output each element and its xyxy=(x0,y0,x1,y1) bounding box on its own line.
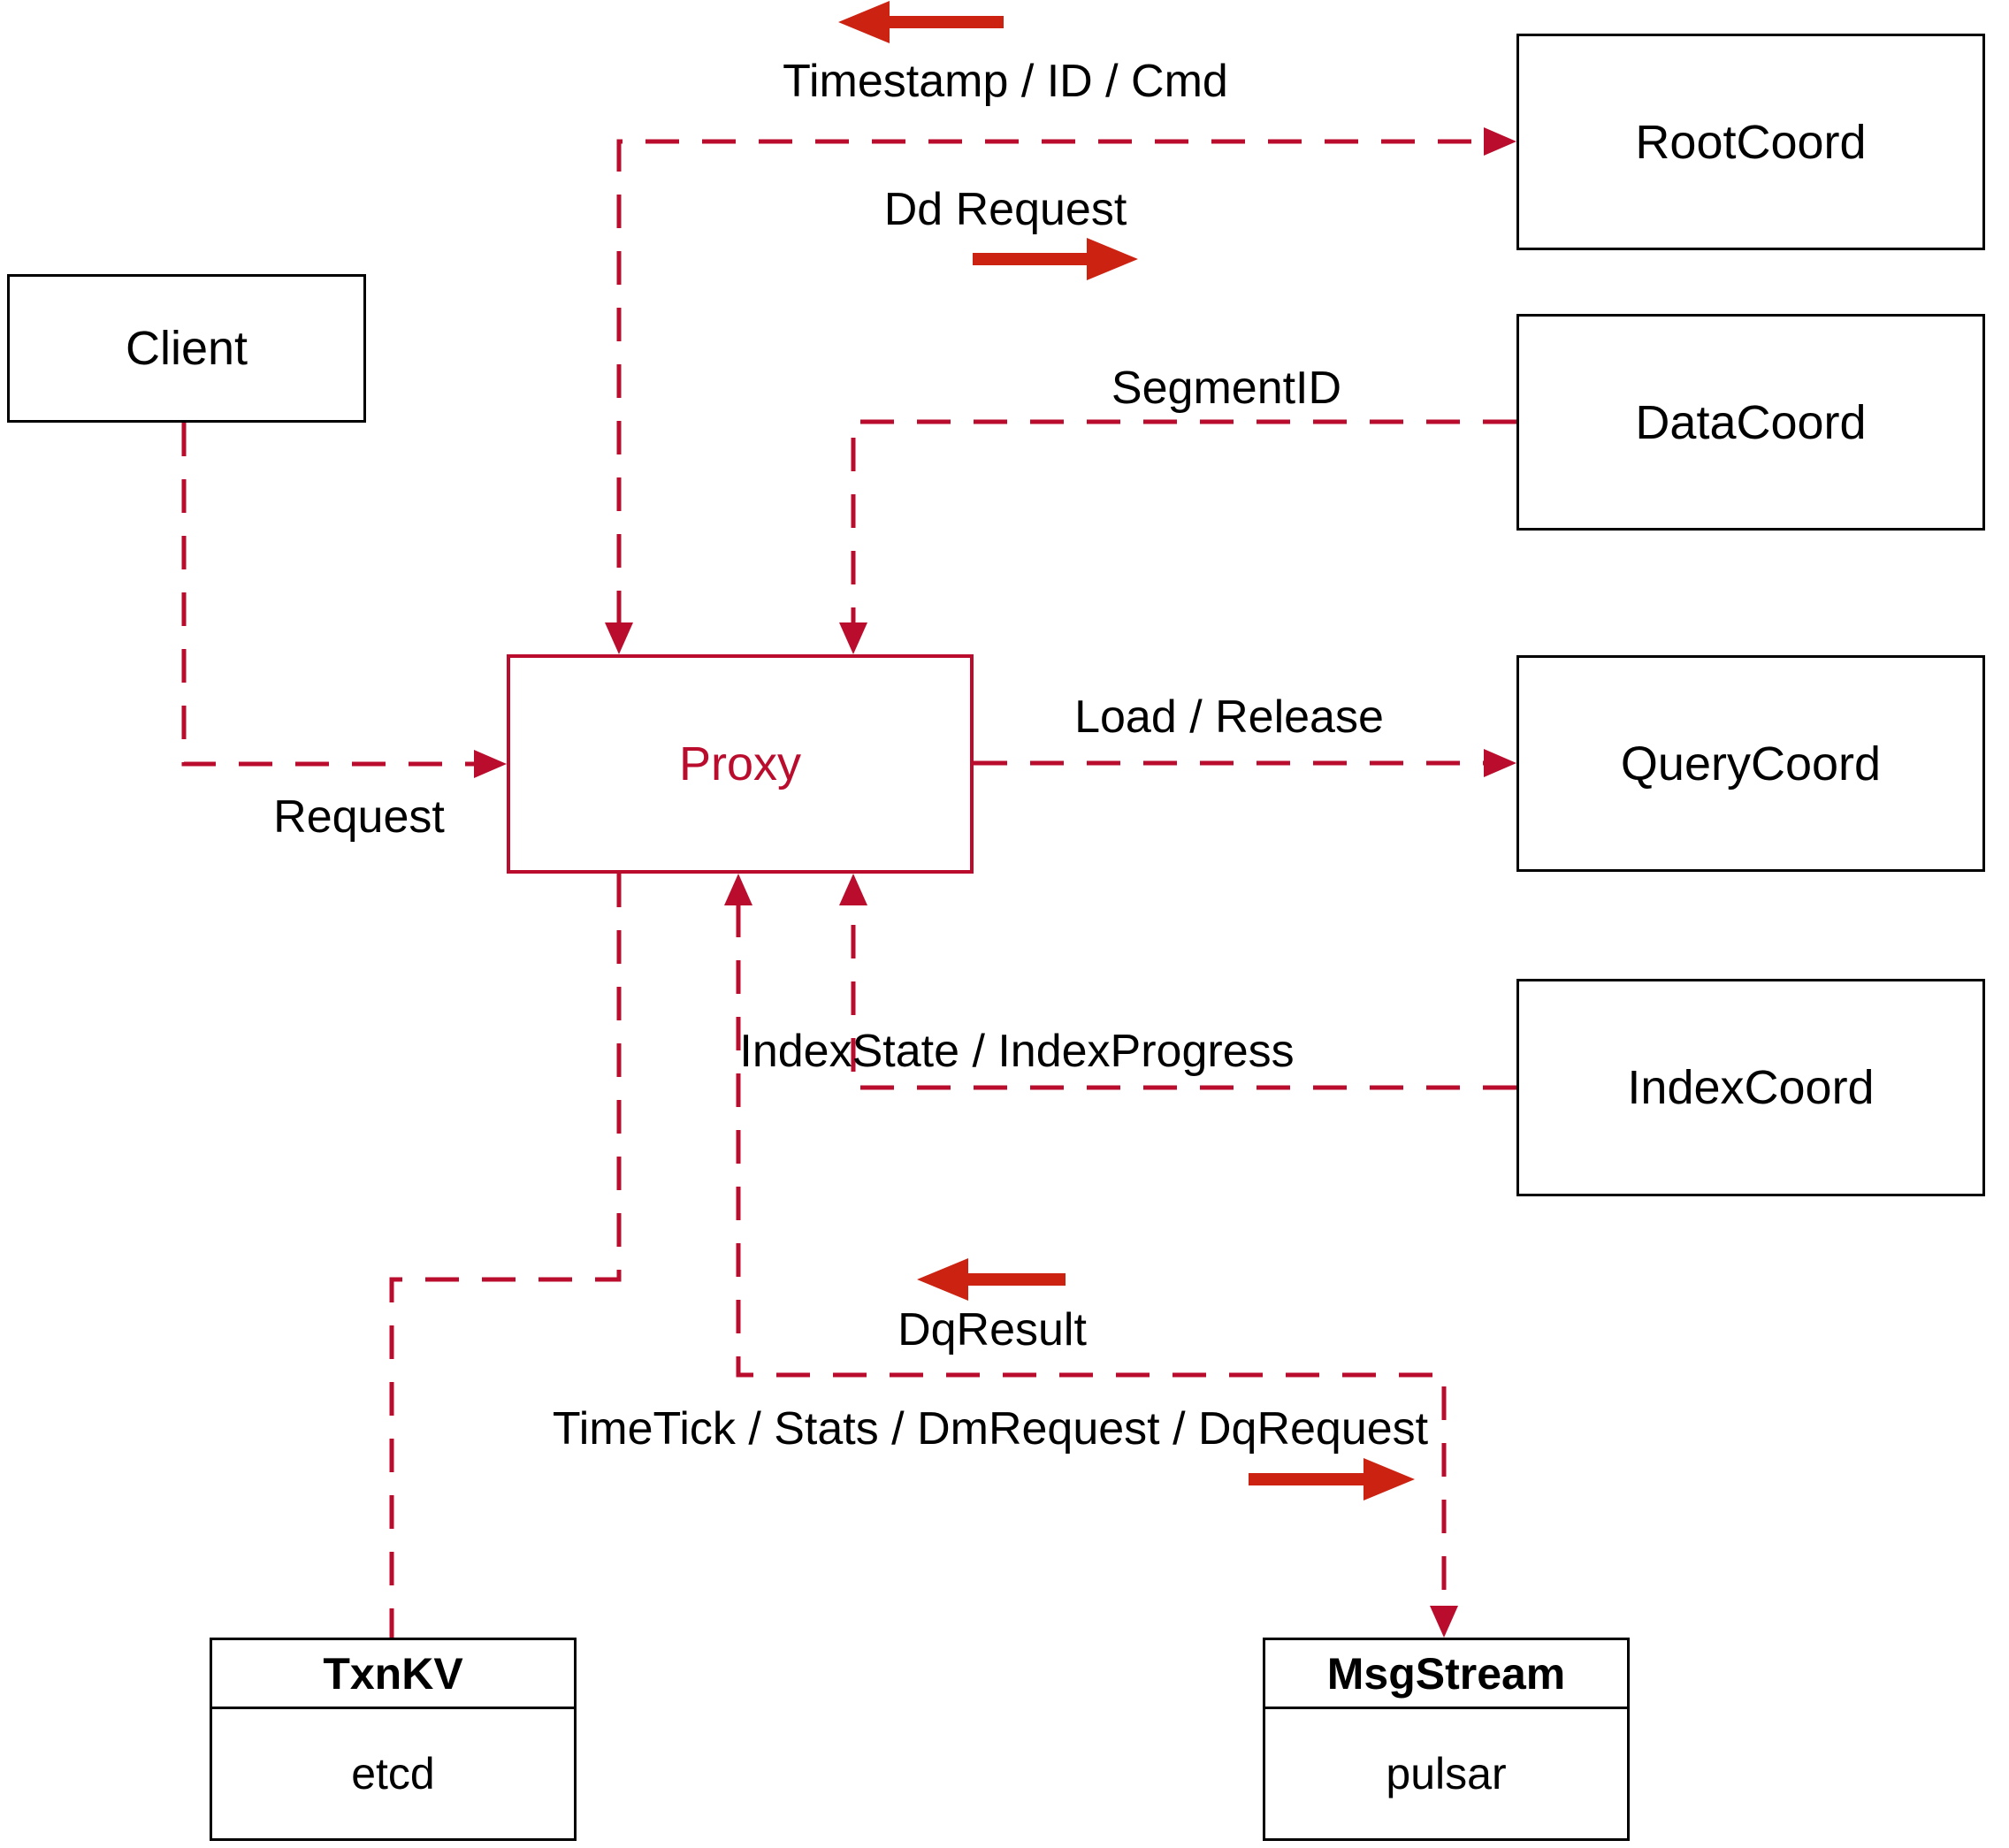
edge-datacoord-to-proxy xyxy=(851,419,1516,624)
arrowhead-into-proxy-left xyxy=(474,750,507,778)
arrowhead-into-proxy-bottom-right xyxy=(839,874,867,905)
edge-label-index-state-progress: IndexState / IndexProgress xyxy=(739,1026,1295,1077)
arrowhead-into-rootcoord xyxy=(1484,127,1516,156)
direction-arrow-right-dd-request xyxy=(973,238,1138,280)
node-proxy: Proxy xyxy=(507,654,974,874)
edge-label-timestamp-id-cmd: Timestamp / ID / Cmd xyxy=(783,56,1228,107)
node-txnkv: TxnKV etcd xyxy=(210,1638,577,1841)
direction-arrow-left-timestamp xyxy=(838,1,1004,43)
node-datacoord-label: DataCoord xyxy=(1635,395,1867,449)
node-rootcoord: RootCoord xyxy=(1516,34,1985,250)
node-rootcoord-label: RootCoord xyxy=(1635,115,1867,169)
arrowhead-into-querycoord xyxy=(1484,749,1516,777)
node-txnkv-impl: etcd xyxy=(351,1749,435,1798)
edge-proxy-txnkv xyxy=(389,874,622,1638)
edge-proxy-rootcoord xyxy=(616,139,1487,624)
edge-label-segment-id: SegmentID xyxy=(1111,363,1342,414)
arrowhead-into-proxy-top-right xyxy=(839,622,867,654)
edge-label-load-release: Load / Release xyxy=(1074,691,1384,743)
node-proxy-label: Proxy xyxy=(678,737,802,790)
edge-client-to-proxy xyxy=(181,423,477,767)
node-client: Client xyxy=(7,274,366,423)
node-indexcoord: IndexCoord xyxy=(1516,979,1985,1196)
direction-arrow-right-time-tick xyxy=(1249,1458,1415,1501)
node-txnkv-title: TxnKV xyxy=(212,1640,574,1709)
node-client-label: Client xyxy=(125,322,248,375)
node-msgstream: MsgStream pulsar xyxy=(1263,1638,1630,1841)
node-msgstream-impl: pulsar xyxy=(1386,1749,1507,1798)
edge-label-dd-request: Dd Request xyxy=(883,184,1127,235)
edge-label-time-tick: TimeTick / Stats / DmRequest / DqRequest xyxy=(552,1403,1429,1455)
node-datacoord: DataCoord xyxy=(1516,314,1985,531)
arrowhead-into-msgstream xyxy=(1430,1606,1458,1638)
direction-arrow-left-dq-result xyxy=(917,1258,1066,1301)
arrowhead-into-proxy-top-left xyxy=(605,622,633,654)
node-querycoord-label: QueryCoord xyxy=(1620,737,1882,790)
edge-label-request: Request xyxy=(273,791,445,843)
arrowhead-into-proxy-bottom-left xyxy=(724,874,752,905)
edge-proxy-msgstream xyxy=(736,904,1447,1607)
node-querycoord: QueryCoord xyxy=(1516,655,1985,872)
node-indexcoord-label: IndexCoord xyxy=(1627,1061,1875,1114)
edge-label-dq-result: DqResult xyxy=(898,1304,1087,1355)
node-msgstream-title: MsgStream xyxy=(1265,1640,1627,1709)
